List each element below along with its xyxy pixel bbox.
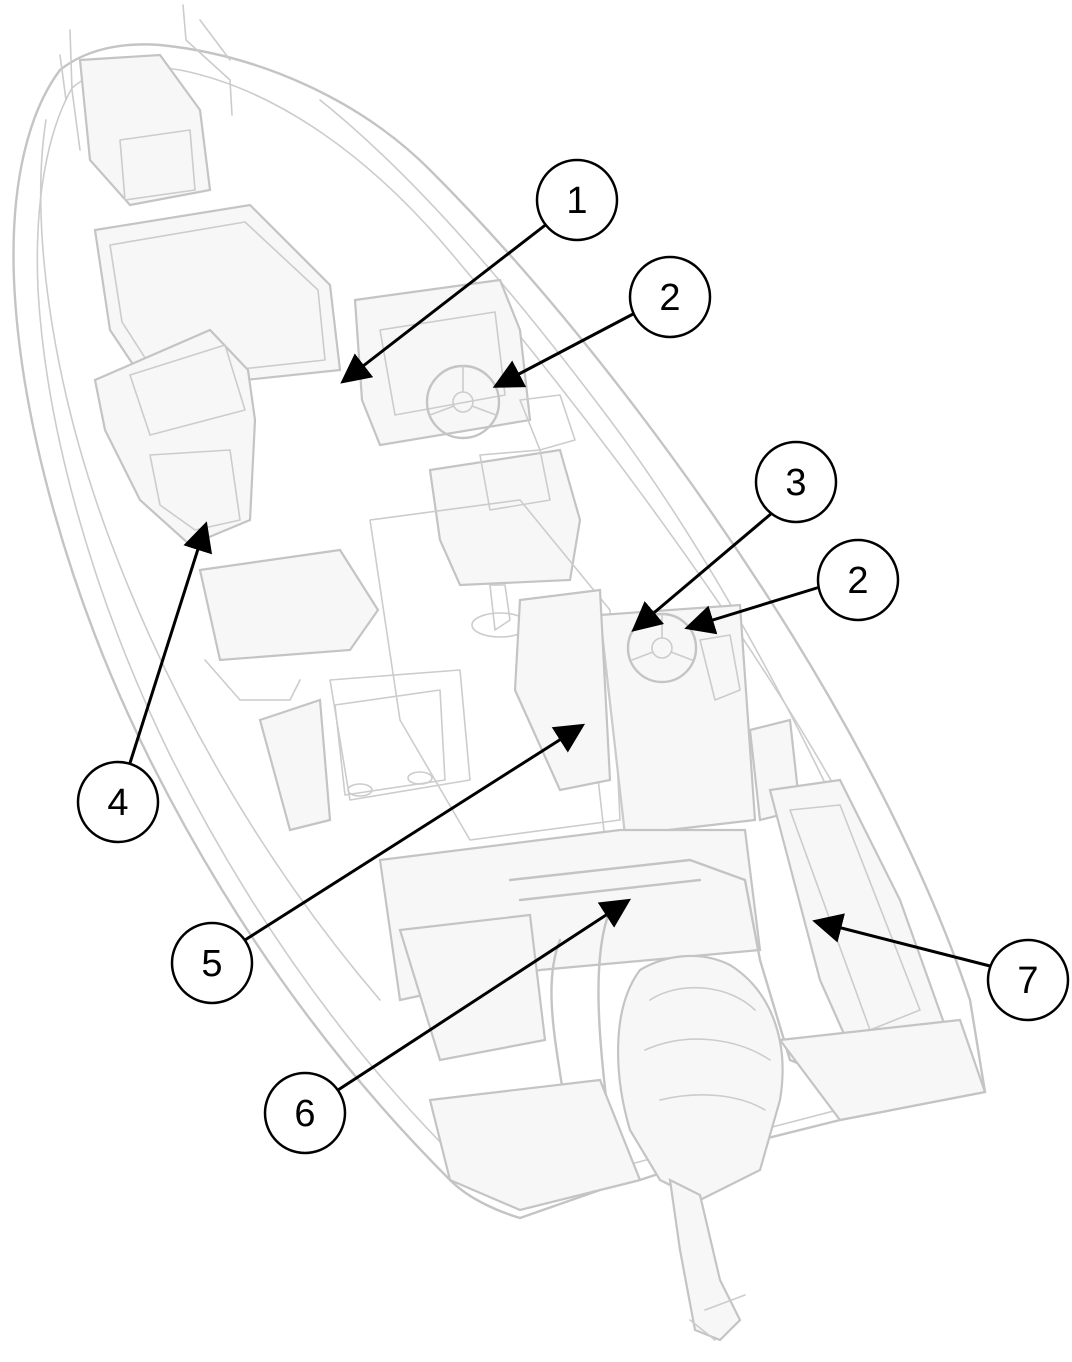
swim-platform (428, 1078, 642, 1212)
helm-spokes-1 (429, 365, 497, 416)
leader-2a (492, 311, 636, 388)
aft-console (598, 603, 757, 837)
step-box (334, 689, 446, 796)
port-side-panel (258, 698, 332, 832)
leader-2b (684, 585, 821, 635)
cockpit-floor (369, 499, 621, 841)
port-console-door (149, 449, 241, 531)
step-plate-2 (407, 771, 433, 785)
windshield (353, 278, 532, 447)
callout-number: 2 (659, 277, 680, 319)
helm-seat-back (479, 449, 551, 511)
outboard-engine (617, 954, 784, 1202)
swim-platform-right (777, 1018, 987, 1122)
seat-pedestal (489, 584, 511, 631)
callouts: 1 2 2 3 4 5 6 7 (76, 158, 1070, 1155)
callout-circle (628, 255, 712, 339)
callout-number: 6 (294, 1093, 315, 1135)
callout-2a: 2 (628, 255, 712, 339)
callout-circle (263, 1071, 347, 1155)
throttle-control (519, 394, 576, 451)
bow-rail-left (59, 29, 81, 151)
callout-circle (76, 760, 160, 844)
engine-cowl-detail (644, 986, 771, 1111)
propeller (689, 1294, 746, 1341)
leader-5 (244, 723, 586, 942)
callout-number: 7 (1017, 960, 1038, 1002)
callout-circle (986, 938, 1070, 1022)
callout-number: 2 (847, 560, 868, 602)
callout-number: 4 (107, 782, 128, 824)
callout-2b: 2 (816, 538, 900, 622)
callout-4: 4 (76, 760, 160, 844)
leader-lines (128, 221, 991, 1092)
callout-number: 1 (566, 180, 587, 222)
callout-number: 5 (201, 943, 222, 985)
callout-circle (535, 158, 619, 242)
callout-6: 6 (263, 1071, 347, 1155)
boat-illustration (12, 4, 987, 1342)
gunwale-line-right (319, 99, 871, 881)
bow-hatch (119, 129, 196, 201)
bow-rail-right (182, 4, 233, 116)
step-plate-1 (347, 783, 373, 797)
walkthrough (329, 669, 471, 801)
callout-7: 7 (986, 938, 1070, 1022)
leader-7 (812, 913, 991, 968)
dashboard (379, 311, 506, 416)
forward-deck-inner (109, 221, 326, 379)
callout-circle (754, 440, 838, 524)
callout-number: 3 (785, 462, 806, 504)
gunwale-line (39, 119, 381, 1001)
port-console (93, 328, 257, 547)
engine-leg (668, 1178, 742, 1342)
leader-1 (340, 221, 549, 384)
callout-circle (170, 921, 254, 1005)
storage-box (513, 588, 612, 792)
aft-locker-lid (789, 804, 921, 1031)
callout-3: 3 (754, 440, 838, 524)
leader-6 (337, 898, 632, 1092)
rear-seat (398, 913, 547, 1062)
forward-deck (93, 203, 342, 392)
bow-locker (78, 53, 212, 207)
passenger-seat (198, 548, 380, 662)
passenger-seat-frame (204, 659, 301, 701)
callout-5: 5 (170, 921, 254, 1005)
aft-throttle (699, 634, 741, 701)
helm-seat (428, 448, 582, 587)
port-console-glovebox (129, 344, 246, 436)
callout-circle (816, 538, 900, 622)
leader-3 (631, 511, 773, 632)
callout-1: 1 (535, 158, 619, 242)
leader-4 (128, 521, 213, 764)
